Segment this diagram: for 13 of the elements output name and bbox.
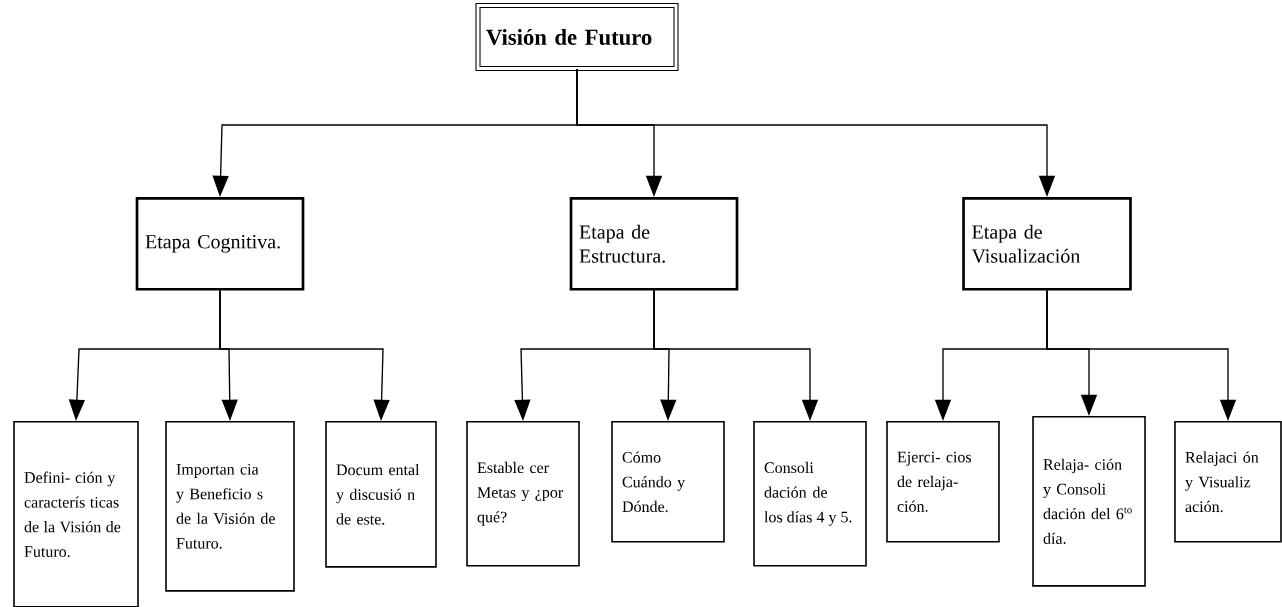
topic-box: Importan cia y Beneficio s de la Visión de Futuro. [165, 421, 295, 592]
stage-box: Etapa Cognitiva. [135, 197, 305, 291]
topic-box: Relajaci ón y Visualiz ación. [1174, 421, 1282, 543]
stage-box: Etapa de Visualización [962, 197, 1132, 291]
topic-box: Consoli dación de los días 4 y 5. [753, 421, 867, 567]
topic-box: Cómo Cuándo y Dónde. [611, 421, 725, 543]
stage-box: Etapa de Estructura. [569, 197, 739, 291]
topic-box: Estable cer Metas y ¿por qué? [466, 421, 580, 567]
topic-box: Defini- ción y caracterís ticas de la Visión de Futuro. [13, 421, 139, 607]
topic-box: Docum ental y discusió n de este. [325, 421, 437, 568]
topic-box: Relaja- ción y Consoli dación del 6$^{to}$ día. [1032, 416, 1146, 587]
topic-box: Ejerci- cios de relaja- ción. [886, 421, 1000, 543]
title-box: Visión de Futuro [475, 3, 679, 71]
